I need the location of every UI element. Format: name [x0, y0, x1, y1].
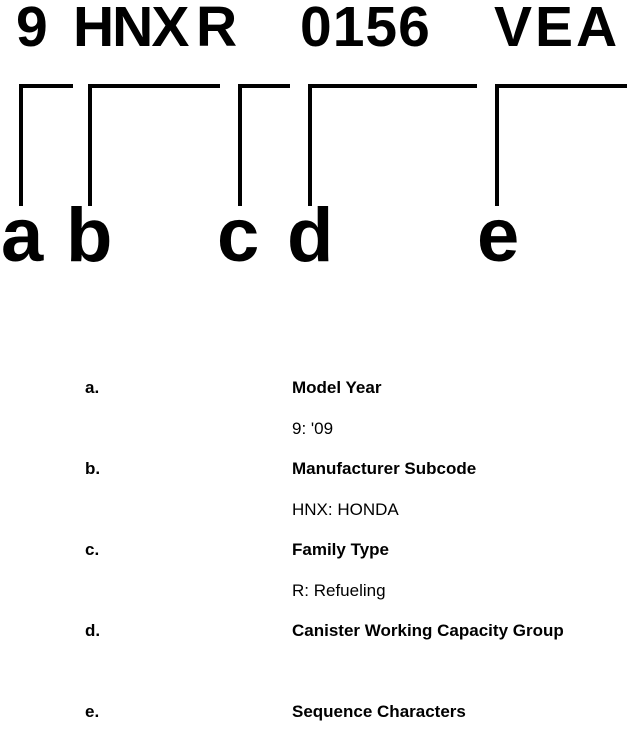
pointer-letter-c: c: [217, 193, 260, 278]
legend-letter-a: a.: [85, 378, 100, 397]
bracket-d-horizontal-line: [308, 84, 477, 88]
bracket-a-vertical-line: [19, 84, 23, 206]
pointer-letter-b: b: [66, 193, 113, 278]
legend-letter-c: c.: [85, 540, 100, 559]
legend-letter-e: e.: [85, 702, 100, 721]
legend-title-sequence-characters: Sequence Characters: [292, 702, 466, 721]
bracket-e-horizontal-line: [495, 84, 627, 88]
legend-letter-b: b.: [85, 459, 101, 478]
code-segment-manufacturer: HNX: [73, 0, 189, 59]
bracket-b-horizontal-line: [88, 84, 220, 88]
legend-title-model-year: Model Year: [292, 378, 382, 397]
code-segment-model-year: 9: [16, 0, 48, 59]
legend-value-family-type: R: Refueling: [292, 580, 386, 600]
code-segment-family-type: R: [196, 0, 238, 59]
pointer-letter-a: a: [1, 193, 44, 278]
legend-title-family-type: Family Type: [292, 540, 389, 559]
pointer-letter-d: d: [287, 193, 334, 278]
legend: a. Model Year 9: '09 b. Manufacturer Sub…: [0, 379, 640, 730]
bracket-d-vertical-line: [308, 84, 312, 206]
code-segment-capacity-group: 0156: [300, 0, 431, 59]
legend-item-a-value-row: 9: '09: [0, 418, 640, 461]
legend-title-canister-working-capacity-group: Canister Working Capacity Group: [292, 621, 564, 640]
legend-value-manufacturer-subcode: HNX: HONDA: [292, 499, 399, 519]
legend-item-c-value-row: R: Refueling: [0, 580, 640, 623]
bracket-a-horizontal-line: [19, 84, 73, 88]
bracket-c-vertical-line: [238, 84, 242, 206]
legend-item-d-value-row: [0, 663, 640, 704]
legend-item-b-value-row: HNX: HONDA: [0, 499, 640, 542]
bracket-b-vertical-line: [88, 84, 92, 206]
legend-item-b-title-row: b. Manufacturer Subcode: [0, 460, 640, 501]
code-segment-sequence: VEA: [494, 0, 621, 59]
legend-title-manufacturer-subcode: Manufacturer Subcode: [292, 459, 477, 478]
bracket-e-vertical-line: [495, 84, 499, 206]
pointer-letter-e: e: [477, 193, 520, 278]
bracket-c-horizontal-line: [238, 84, 290, 88]
legend-item-e-title-row: e. Sequence Characters: [0, 703, 640, 730]
legend-letter-d: d.: [85, 621, 101, 640]
legend-value-model-year: 9: '09: [292, 418, 334, 438]
legend-item-d-title-row: d. Canister Working Capacity Group: [0, 622, 640, 663]
legend-item-a-title-row: a. Model Year: [0, 379, 640, 420]
legend-item-c-title-row: c. Family Type: [0, 541, 640, 582]
